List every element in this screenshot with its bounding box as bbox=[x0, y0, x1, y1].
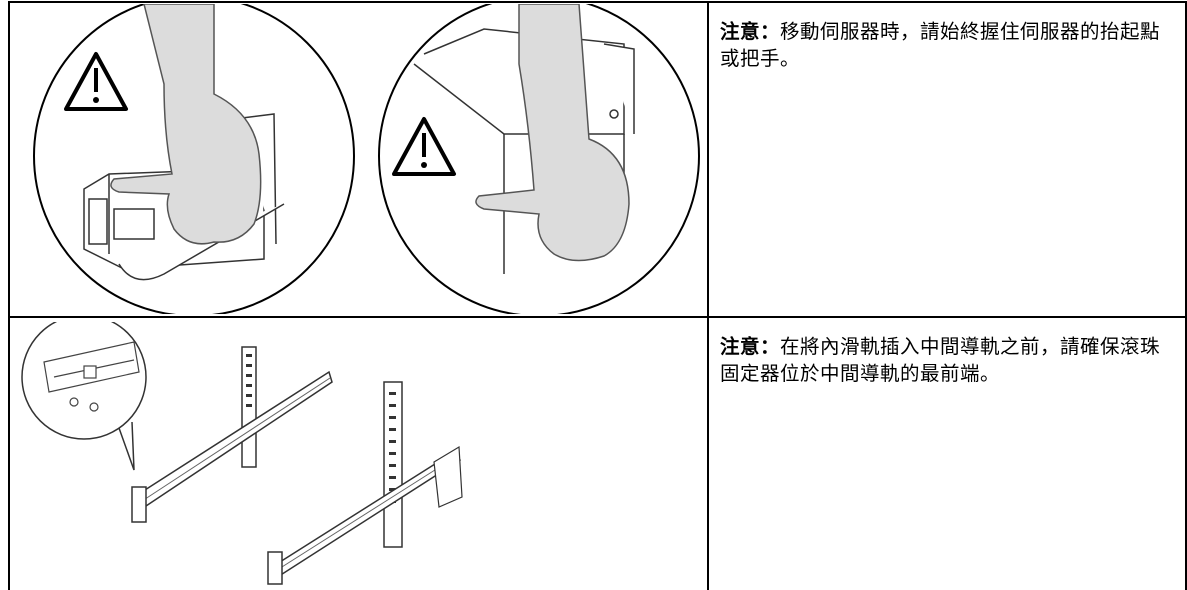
caution-label: 注意： bbox=[720, 20, 781, 43]
warning-triangle-icon bbox=[64, 52, 128, 111]
table-frame bbox=[8, 1, 1187, 590]
caution-label: 注意： bbox=[720, 335, 781, 358]
column-divider-bottom bbox=[707, 318, 709, 590]
row-divider bbox=[8, 316, 1187, 318]
column-divider-top bbox=[707, 1, 709, 318]
caution-text: 在將內滑軌插入中間導軌之前，請確保滾珠固定器位於中間導軌的最前端。 bbox=[720, 335, 1161, 385]
caution-note-rail: 注意：在將內滑軌插入中間導軌之前，請確保滾珠固定器位於中間導軌的最前端。 bbox=[720, 333, 1176, 387]
warning-triangle-icon bbox=[392, 117, 456, 176]
rail-illustration bbox=[14, 322, 704, 587]
caution-text: 移動伺服器時，請始終握住伺服器的抬起點或把手。 bbox=[720, 20, 1161, 70]
caution-note-lifting: 注意：移動伺服器時，請始終握住伺服器的抬起點或把手。 bbox=[720, 18, 1176, 72]
lift-illustration bbox=[14, 4, 704, 314]
